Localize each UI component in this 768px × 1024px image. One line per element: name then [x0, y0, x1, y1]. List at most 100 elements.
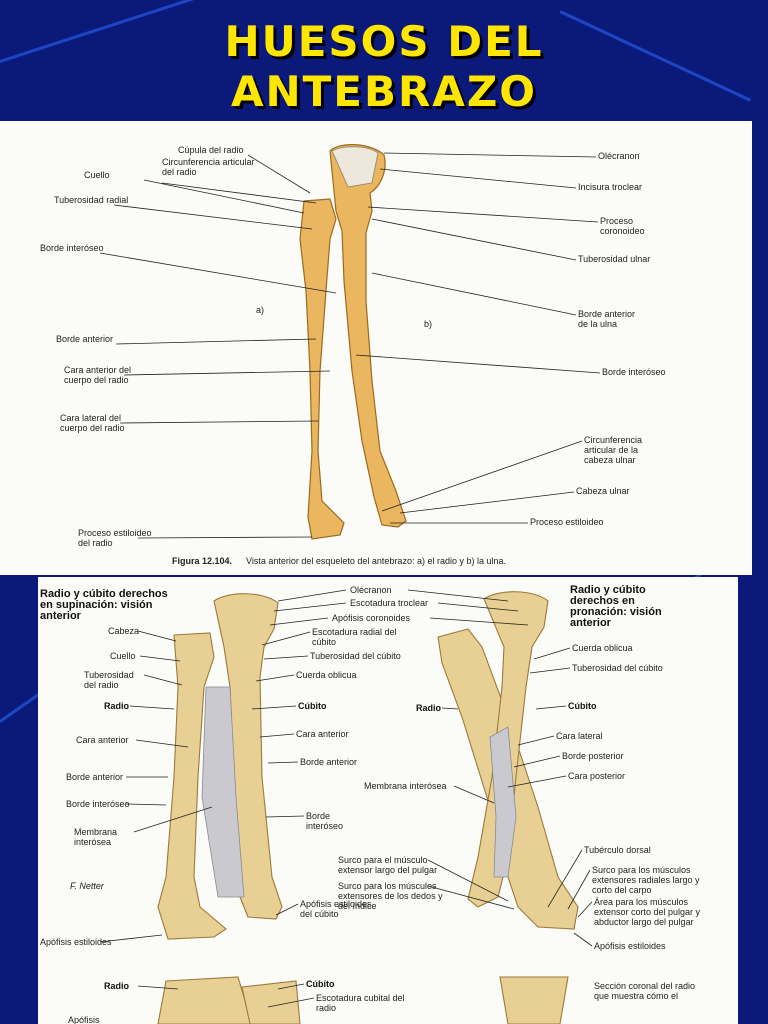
- pronation-right-label-8: abductor largo del pulgar: [594, 917, 694, 927]
- leader-line: [143, 179, 305, 214]
- pronation-right-label-1: Tuberosidad del cúbito: [572, 663, 663, 673]
- leader-line: [513, 755, 561, 768]
- top-left-label-6: cuerpo del radio: [64, 375, 129, 385]
- bottom-center-label-6: interóseo: [306, 821, 343, 831]
- bottom-left-label-5: Borde anterior: [66, 772, 123, 782]
- top-left-label-5: Borde anterior: [56, 334, 113, 344]
- leader-line: [269, 617, 329, 626]
- leader-line: [383, 152, 597, 158]
- leader-line: [123, 370, 331, 376]
- leader-line: [115, 338, 317, 345]
- bottom-left-label-2: Tuberosidad: [84, 670, 134, 680]
- leader-line: [133, 806, 213, 833]
- leader-line: [427, 859, 509, 902]
- leader-line: [371, 218, 577, 261]
- pronation-interosseous-membrane: [489, 726, 517, 878]
- bottom-top-label-0: Olécranon: [350, 585, 392, 595]
- detail-seccion-label: Sección coronal del radio: [594, 981, 695, 991]
- bottom-center-label-0: cúbito: [312, 637, 336, 647]
- bottom-center-label-0: Escotadura radial del: [312, 627, 397, 637]
- slide-title-line1: HUESOS DEL: [224, 17, 544, 66]
- leader-line: [453, 785, 495, 804]
- bottom-left-label-7: Membrana: [74, 827, 117, 837]
- figure-bottom-panel: Radio y cúbito derechos en supinación: v…: [38, 577, 738, 1024]
- leader-line: [381, 440, 583, 512]
- leader-line: [577, 901, 593, 918]
- leader-line: [517, 735, 555, 746]
- top-right-label-3: Tuberosidad ulnar: [578, 254, 650, 264]
- detail-apofisis-label: Apófisis: [68, 1015, 100, 1024]
- detail-cubito-label: Cúbito: [306, 979, 335, 989]
- detail-ulna-bone: [241, 980, 301, 1024]
- bottom-center-label-1: Tuberosidad del cúbito: [310, 651, 401, 661]
- leader-line: [367, 206, 599, 223]
- top-right-label-0: Olécranon: [598, 151, 640, 161]
- pronation-left-label-3: extensores de los dedos y: [338, 891, 443, 901]
- leader-line: [429, 617, 529, 626]
- top-right-label-1: Incisura troclear: [578, 182, 642, 192]
- leader-line: [99, 252, 337, 294]
- top-left-label-1: del radio: [162, 167, 197, 177]
- forearm-netter-figure: Radio y cúbito derechos en supinación: v…: [40, 584, 701, 1024]
- pronation-left-label-3: Surco para los músculos: [338, 881, 437, 891]
- top-right-label-4: de la ulna: [578, 319, 617, 329]
- caption-figure-number: Figura 12.104.: [172, 556, 232, 566]
- leader-line: [507, 775, 567, 788]
- leader-line: [137, 985, 179, 990]
- netter-signature: F. Netter: [70, 881, 105, 891]
- leader-line: [355, 354, 601, 374]
- leader-line: [533, 647, 571, 660]
- leader-line: [135, 739, 189, 748]
- top-left-label-1: Circunferencia articular: [162, 157, 255, 167]
- bottom-left-label-3: Radio: [104, 701, 130, 711]
- detail-escotadura-label: Escotadura cubital del: [316, 993, 405, 1003]
- top-left-label-4: Borde interóseo: [40, 243, 104, 253]
- top-left-label-7: Cara lateral del: [60, 413, 121, 423]
- leader-line: [567, 869, 591, 910]
- top-left-label-2: Cuello: [84, 170, 110, 180]
- supination-title-line2: en supinación: visión: [40, 599, 153, 611]
- leader-line: [143, 674, 183, 686]
- top-left-label-8: del radio: [78, 538, 113, 548]
- leader-line: [113, 204, 313, 230]
- leader-line: [267, 761, 299, 764]
- top-right-label-5: Borde interóseo: [602, 367, 666, 377]
- pronation-right-label-7: Surco para los músculos: [592, 865, 691, 875]
- top-left-label-0: Cúpula del radio: [178, 145, 244, 155]
- leader-line: [139, 655, 181, 662]
- pronation-right-label-8: Área para los músculos: [594, 897, 689, 907]
- leader-line: [437, 602, 519, 612]
- leader-line: [273, 602, 347, 612]
- top-right-label-7: Cabeza ulnar: [576, 486, 630, 496]
- pronation-title-line3: pronación: visión: [570, 606, 662, 618]
- leader-line: [277, 589, 347, 602]
- leader-line: [247, 154, 311, 194]
- leader-line: [255, 674, 295, 682]
- bottom-center-label-2: Cuerda oblicua: [296, 670, 357, 680]
- top-right-label-2: Proceso: [600, 216, 633, 226]
- leader-line: [265, 815, 305, 818]
- top-right-label-4: Borde anterior: [578, 309, 635, 319]
- bottom-left-label-7: interósea: [74, 837, 111, 847]
- pronation-right-label-2: Cúbito: [568, 701, 597, 711]
- detail-seccion-label: que muestra cómo el: [594, 991, 678, 1001]
- pronation-right-label-6: Tubérculo dorsal: [584, 845, 651, 855]
- leader-line: [547, 849, 583, 908]
- leader-line: [137, 630, 177, 642]
- leader-line: [125, 803, 167, 806]
- leader-line: [267, 997, 315, 1008]
- bottom-left-label-8: Apófisis estiloides: [40, 937, 112, 947]
- top-left-label-7: cuerpo del radio: [60, 423, 125, 433]
- supination-title-line1: Radio y cúbito derechos: [40, 588, 168, 600]
- top-right-label-6: cabeza ulnar: [584, 455, 636, 465]
- slide-title-line2: ANTEBRAZO: [230, 67, 537, 116]
- leader-line: [529, 667, 571, 674]
- detail-escotadura-label: radio: [316, 1003, 336, 1013]
- bottom-left-label-1: Cuello: [110, 651, 136, 661]
- bottom-left-label-6: Borde interóseo: [66, 799, 130, 809]
- leader-line: [379, 168, 577, 189]
- top-left-label-6: Cara anterior del: [64, 365, 131, 375]
